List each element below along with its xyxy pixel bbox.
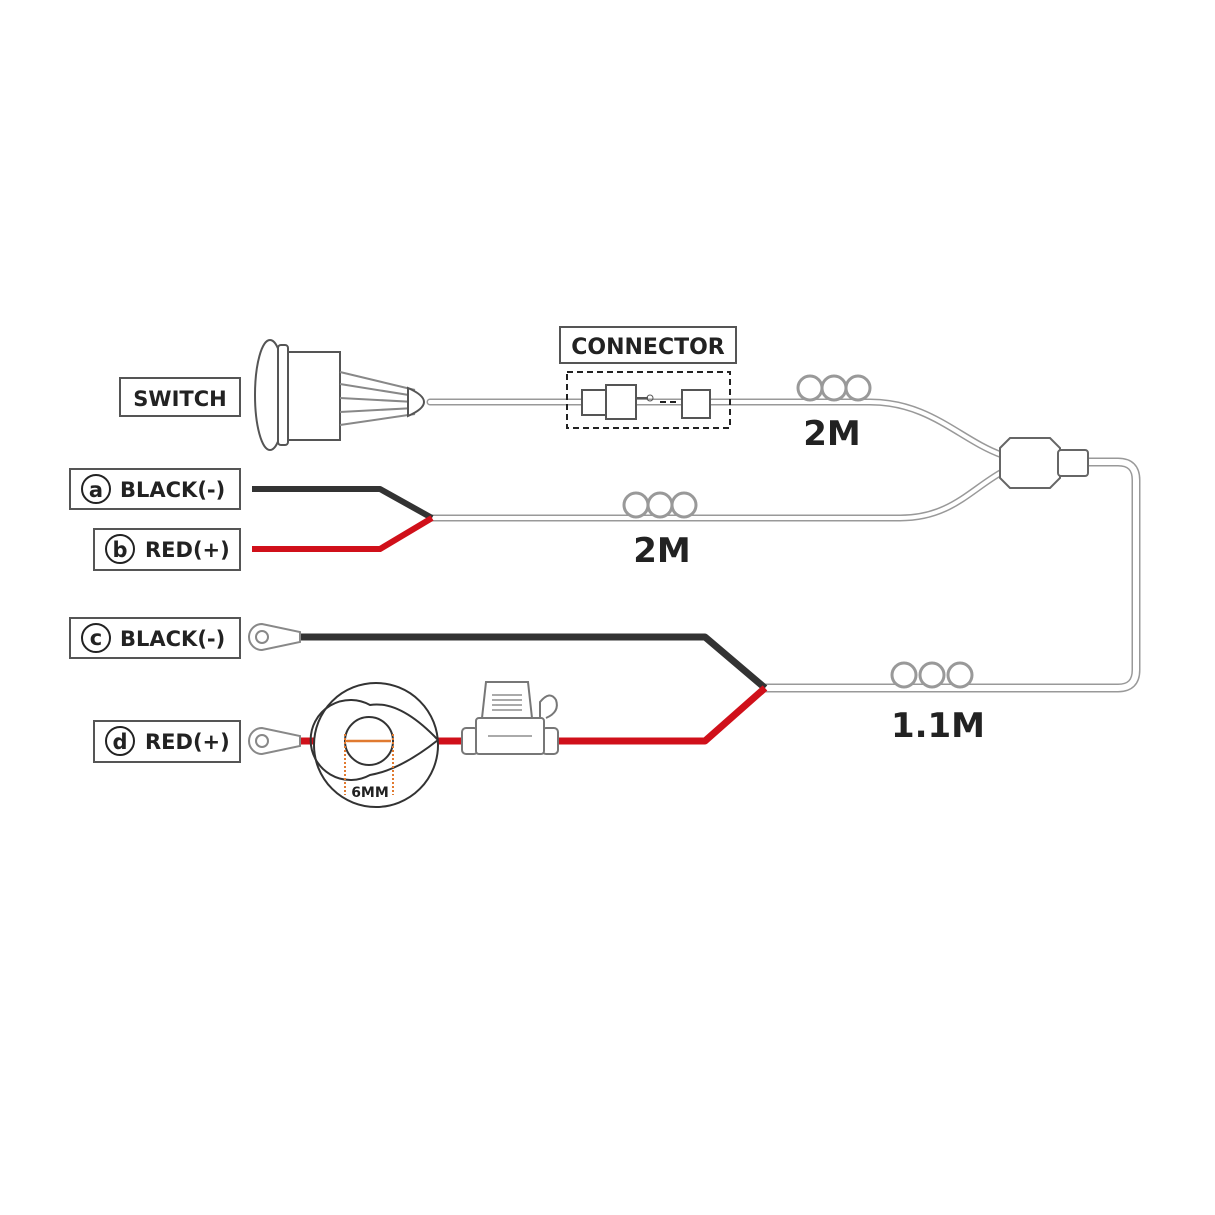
coil-switch-wire xyxy=(796,374,872,402)
label-c-letter: c xyxy=(90,626,102,650)
wire-b-red xyxy=(252,515,434,552)
label-d-text: RED(+) xyxy=(145,730,230,754)
label-a-letter: a xyxy=(89,478,103,502)
label-b-text: RED(+) xyxy=(145,538,230,562)
switch-label-box: SWITCH xyxy=(119,377,241,417)
label-c-text: BLACK(-) xyxy=(120,627,225,651)
fuse-holder xyxy=(461,681,559,755)
ring-terminal-c xyxy=(248,622,301,652)
ring-magnifier: 6MM xyxy=(309,682,439,808)
label-b: b RED(+) xyxy=(93,528,241,571)
connector-label-box: CONNECTOR xyxy=(559,326,737,364)
ring-terminal-d xyxy=(248,726,301,756)
wire-c-black xyxy=(298,633,768,691)
label-a: a BLACK(-) xyxy=(69,468,241,510)
ring-size-label: 6MM xyxy=(351,785,389,801)
label-d-letter: d xyxy=(112,730,127,754)
coil-power-wire xyxy=(622,491,698,519)
label-d: d RED(+) xyxy=(93,720,241,763)
wire-a-black xyxy=(252,486,434,521)
rocker-switch xyxy=(254,339,425,451)
label-a-text: BLACK(-) xyxy=(120,478,225,502)
length-power-wire: 2M xyxy=(633,531,691,571)
white-wires xyxy=(426,398,1141,693)
length-main-wire: 1.1M xyxy=(891,706,985,746)
length-switch-wire: 2M xyxy=(803,414,861,454)
label-c: c BLACK(-) xyxy=(69,617,241,659)
switch-label: SWITCH xyxy=(133,387,226,411)
connector xyxy=(566,371,731,429)
wire-junction xyxy=(999,437,1089,489)
label-b-letter: b xyxy=(112,538,127,562)
coil-main-wire xyxy=(890,661,974,689)
connector-label: CONNECTOR xyxy=(571,335,725,360)
